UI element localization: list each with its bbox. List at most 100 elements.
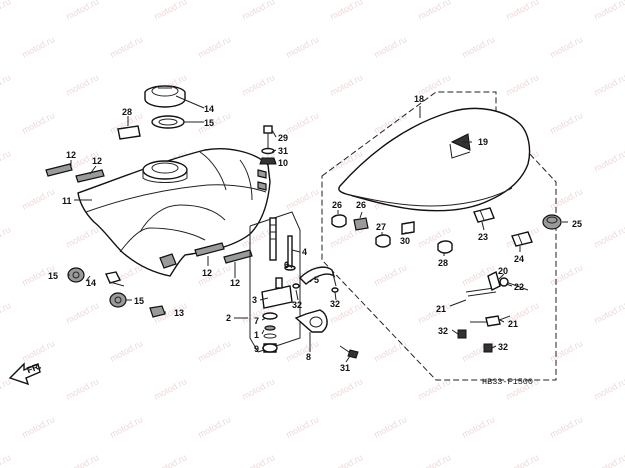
- watermark-text: motod.ru: [240, 0, 276, 22]
- watermark-text: motod.ru: [548, 262, 584, 288]
- callout-28: 30: [400, 236, 410, 246]
- watermark-text: motod.ru: [416, 0, 452, 22]
- watermark-text: motod.ru: [460, 414, 496, 440]
- callout-24: 25: [572, 219, 582, 229]
- callout-32: 32: [498, 342, 508, 352]
- callout-26: 26: [332, 200, 342, 210]
- callout-13: 13: [174, 308, 184, 318]
- watermark-text: motod.ru: [284, 414, 320, 440]
- callout-29: 31: [340, 363, 350, 373]
- watermark-text: motod.ru: [548, 338, 584, 364]
- watermark-text: motod.ru: [64, 224, 100, 250]
- watermark-text: motod.ru: [152, 452, 188, 468]
- watermark-text: motod.ru: [240, 72, 276, 98]
- seat-bracket: [473, 207, 495, 223]
- callout-3: 3: [252, 295, 257, 305]
- watermark-text: motod.ru: [64, 72, 100, 98]
- callout-20: 20: [498, 266, 508, 276]
- callout-2: 2: [226, 313, 231, 323]
- watermark-text: motod.ru: [108, 414, 144, 440]
- seat-grommet: [353, 217, 369, 231]
- watermark-text: motod.ru: [240, 376, 276, 402]
- watermark-text: motod.ru: [284, 34, 320, 60]
- watermark-text: motod.ru: [372, 110, 408, 136]
- watermark-text: motod.ru: [372, 34, 408, 60]
- watermark-text: motod.ru: [460, 34, 496, 60]
- watermark-text: motod.ru: [152, 376, 188, 402]
- watermark-text: motod.ru: [504, 452, 540, 468]
- callout-31: 32: [330, 299, 340, 309]
- watermark-text: motod.ru: [592, 376, 625, 402]
- watermark-text: motod.ru: [152, 0, 188, 22]
- seat-bracket: [511, 231, 533, 247]
- callout-14: 14: [86, 278, 96, 288]
- seat-cushion-pad: [437, 240, 453, 254]
- watermark-text: motod.ru: [328, 452, 364, 468]
- hose-clip: [292, 283, 300, 289]
- watermark-text: motod.ru: [64, 0, 100, 22]
- watermark-text: motod.ru: [416, 452, 452, 468]
- watermark-text: motod.ru: [20, 186, 56, 212]
- watermark-text: motod.ru: [328, 0, 364, 22]
- callout-15: 15: [134, 296, 144, 306]
- watermark-text: motod.ru: [196, 338, 232, 364]
- watermark-text: motod.ru: [504, 72, 540, 98]
- watermark-text: motod.ru: [0, 452, 12, 468]
- watermark-text: motod.ru: [592, 0, 625, 22]
- callout-27: 28: [122, 107, 132, 117]
- mount-rubber: [109, 292, 127, 308]
- cap-gasket: [151, 115, 185, 129]
- callout-9: 9: [254, 344, 259, 354]
- watermark-text: motod.ru: [20, 414, 56, 440]
- callout-26: 27: [376, 222, 386, 232]
- watermark-text: motod.ru: [20, 110, 56, 136]
- callout-26: 28: [438, 258, 448, 268]
- callout-10: 10: [278, 158, 288, 168]
- callout-12: 12: [202, 268, 212, 278]
- watermark-text: motod.ru: [504, 0, 540, 22]
- callout-4: 4: [302, 247, 307, 257]
- watermark-text: motod.ru: [0, 224, 12, 250]
- seat: [321, 91, 557, 381]
- callout-23: 23: [478, 232, 488, 242]
- watermark-text: motod.ru: [592, 224, 625, 250]
- rubber-strip: [45, 163, 253, 264]
- fuel-cock: [249, 211, 301, 353]
- seat-cushion-pad: [331, 214, 347, 228]
- callout-12: 12: [92, 156, 102, 166]
- watermark-text: motod.ru: [108, 338, 144, 364]
- front-label: FR.: [25, 361, 42, 376]
- callout-1: 1: [254, 330, 259, 340]
- callout-30: 31: [278, 146, 288, 156]
- watermark-text: motod.ru: [416, 300, 452, 326]
- callout-17: 15: [204, 118, 214, 128]
- mount-collar: [105, 271, 121, 284]
- watermark-text: motod.ru: [64, 376, 100, 402]
- callout-16: 14: [204, 104, 214, 114]
- watermark-text: motod.ru: [372, 262, 408, 288]
- callout-25: 26: [356, 200, 366, 210]
- callout-19: 19: [478, 137, 488, 147]
- watermark-text: motod.ru: [592, 148, 625, 174]
- callout-6: 6: [284, 260, 289, 270]
- callouts: 14 15 28 12 12 11 12 12 29 31 10 4 6 2 3…: [48, 94, 582, 373]
- watermark-text: motod.ru: [548, 110, 584, 136]
- callout-12: 12: [66, 150, 76, 160]
- front-arrow-icon: [8, 362, 41, 386]
- watermark-text: motod.ru: [0, 0, 12, 22]
- callout-18: 18: [414, 94, 424, 104]
- callout-15: 15: [48, 271, 58, 281]
- callout-21: 21: [436, 304, 446, 314]
- seat-damper: [401, 221, 415, 235]
- callout-32: 32: [438, 326, 448, 336]
- watermark-text: motod.ru: [372, 414, 408, 440]
- watermark-text: motod.ru: [548, 414, 584, 440]
- watermark-text: motod.ru: [196, 414, 232, 440]
- mount-rubber: [67, 267, 85, 283]
- seat-lock-rod: [470, 315, 511, 327]
- watermark-text: motod.ru: [592, 300, 625, 326]
- watermark-text: motod.ru: [284, 186, 320, 212]
- watermark-text: motod.ru: [0, 300, 12, 326]
- watermark-text: motod.ru: [328, 72, 364, 98]
